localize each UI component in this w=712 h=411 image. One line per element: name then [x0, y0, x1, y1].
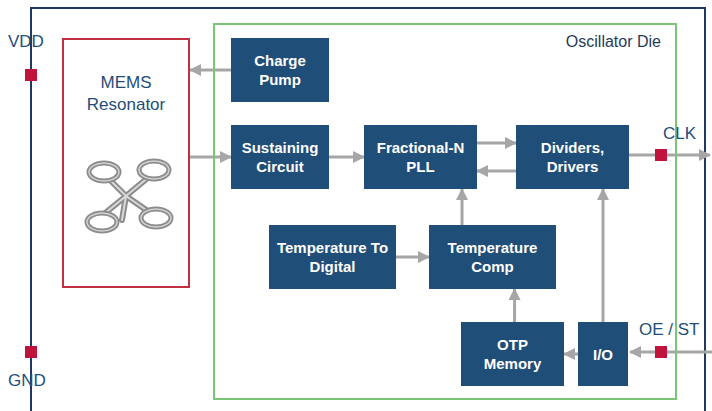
- signal-arrow: [190, 156, 231, 159]
- resonator-box: MEMS Resonator: [62, 38, 190, 288]
- pin-pad: [655, 346, 667, 358]
- box-label: Sustaining Circuit: [237, 138, 323, 176]
- process-box: Charge Pump: [231, 38, 329, 102]
- pin-pad: [25, 69, 37, 81]
- pin-label: OE / ST: [639, 320, 699, 340]
- box-label: Dividers, Drivers: [522, 138, 623, 176]
- signal-arrow: [329, 156, 364, 159]
- oe-input-arrow: [630, 351, 712, 354]
- box-label: I/O: [593, 345, 613, 364]
- die-region: Oscillator DieCharge PumpSustaining Circ…: [213, 23, 677, 400]
- process-box: I/O: [578, 322, 628, 386]
- process-box: Fractional-N PLL: [364, 125, 477, 189]
- box-label: Temperature To Digital: [275, 238, 390, 276]
- process-box: Sustaining Circuit: [231, 125, 329, 189]
- signal-arrow: [513, 289, 516, 322]
- pin-label: GND: [8, 371, 46, 391]
- process-box: Temperature Comp: [429, 225, 556, 289]
- resonator-illustration: [87, 161, 171, 231]
- package-line: [31, 8, 705, 411]
- pin-pad: [25, 346, 37, 358]
- signal-arrow: [190, 69, 231, 72]
- pin-label: VDD: [8, 32, 44, 52]
- signal-arrow: [477, 141, 516, 144]
- region-title: Oscillator Die: [566, 33, 661, 51]
- signal-arrow: [477, 170, 516, 173]
- resonator-label: MEMS Resonator: [74, 72, 178, 116]
- pin-pad: [655, 149, 667, 161]
- box-label: OTP Memory: [467, 335, 558, 373]
- signal-arrow: [461, 189, 464, 225]
- signal-arrow: [564, 353, 578, 356]
- process-box: Dividers, Drivers: [516, 125, 629, 189]
- box-label: Charge Pump: [237, 51, 323, 89]
- signal-arrow: [602, 189, 605, 322]
- signal-arrow: [396, 256, 429, 259]
- box-label: Temperature Comp: [435, 238, 550, 276]
- process-box: Temperature To Digital: [269, 225, 396, 289]
- clk-output-arrow: [628, 154, 710, 157]
- box-label: Fractional-N PLL: [370, 138, 471, 176]
- pin-label: CLK: [663, 124, 696, 144]
- process-box: OTP Memory: [461, 322, 564, 386]
